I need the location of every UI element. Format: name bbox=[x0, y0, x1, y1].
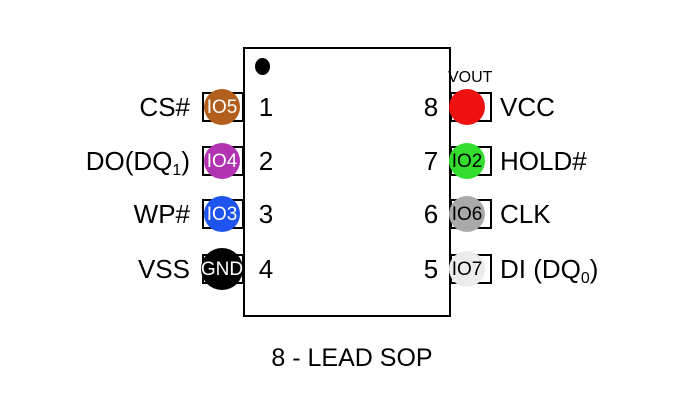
pin-name-label: WP# bbox=[40, 198, 190, 230]
pin-name-label: CS# bbox=[40, 91, 190, 123]
pin-number: 5 bbox=[423, 254, 439, 284]
pin-number: 4 bbox=[258, 254, 274, 284]
label-text: VCC bbox=[500, 92, 555, 122]
pin-name-label: VSS bbox=[40, 253, 190, 285]
pad-label: IO7 bbox=[451, 258, 483, 280]
label-text: CS# bbox=[139, 92, 190, 122]
pin-name-label: CLK bbox=[500, 198, 685, 230]
pin-name-label: DO(DQ1) bbox=[40, 145, 190, 179]
pin1-marker-dot bbox=[255, 58, 270, 75]
pad-label: GND bbox=[200, 258, 244, 280]
pad-vcc-circle bbox=[449, 89, 485, 125]
pin-name-label: HOLD# bbox=[500, 145, 685, 177]
pad-label: IO3 bbox=[206, 203, 238, 225]
pin-number: 2 bbox=[258, 146, 274, 176]
label-subscript: 0 bbox=[580, 270, 590, 287]
pin-number: 3 bbox=[258, 199, 274, 229]
pin-name-label: VCC bbox=[500, 91, 685, 123]
pin-number: 6 bbox=[423, 199, 439, 229]
pad-label: IO5 bbox=[206, 96, 238, 118]
label-text: DO(DQ bbox=[85, 146, 173, 176]
pad-io3-circle: IO3 bbox=[204, 196, 240, 232]
label-suffix: ) bbox=[181, 146, 190, 176]
label-suffix: ) bbox=[589, 254, 599, 284]
label-text: HOLD# bbox=[500, 146, 587, 176]
pin-name-label: DI (DQ0) bbox=[500, 253, 685, 287]
pad-label: IO6 bbox=[451, 203, 483, 225]
pad-label: IO4 bbox=[206, 150, 238, 172]
label-text: DI (DQ bbox=[500, 254, 581, 284]
pad-io6-circle: IO6 bbox=[449, 196, 485, 232]
pad-gnd-circle: GND bbox=[201, 248, 243, 290]
pad-label: IO2 bbox=[451, 150, 483, 172]
label-text: WP# bbox=[133, 199, 190, 229]
vout-label: VOUT bbox=[448, 69, 493, 86]
pad-io7-circle: IO7 bbox=[449, 251, 485, 287]
pad-io4-circle: IO4 bbox=[204, 143, 240, 179]
label-text: CLK bbox=[500, 199, 551, 229]
pad-io5-circle: IO5 bbox=[204, 89, 240, 125]
label-subscript: 1 bbox=[172, 162, 182, 179]
pin-number: 1 bbox=[258, 92, 274, 122]
package-caption: 8 - LEAD SOP bbox=[271, 344, 433, 372]
chip-body-outline bbox=[243, 47, 451, 317]
pin-number: 8 bbox=[423, 92, 439, 122]
pin-number: 7 bbox=[423, 146, 439, 176]
pad-io2-circle: IO2 bbox=[449, 143, 485, 179]
label-text: VSS bbox=[137, 254, 190, 284]
